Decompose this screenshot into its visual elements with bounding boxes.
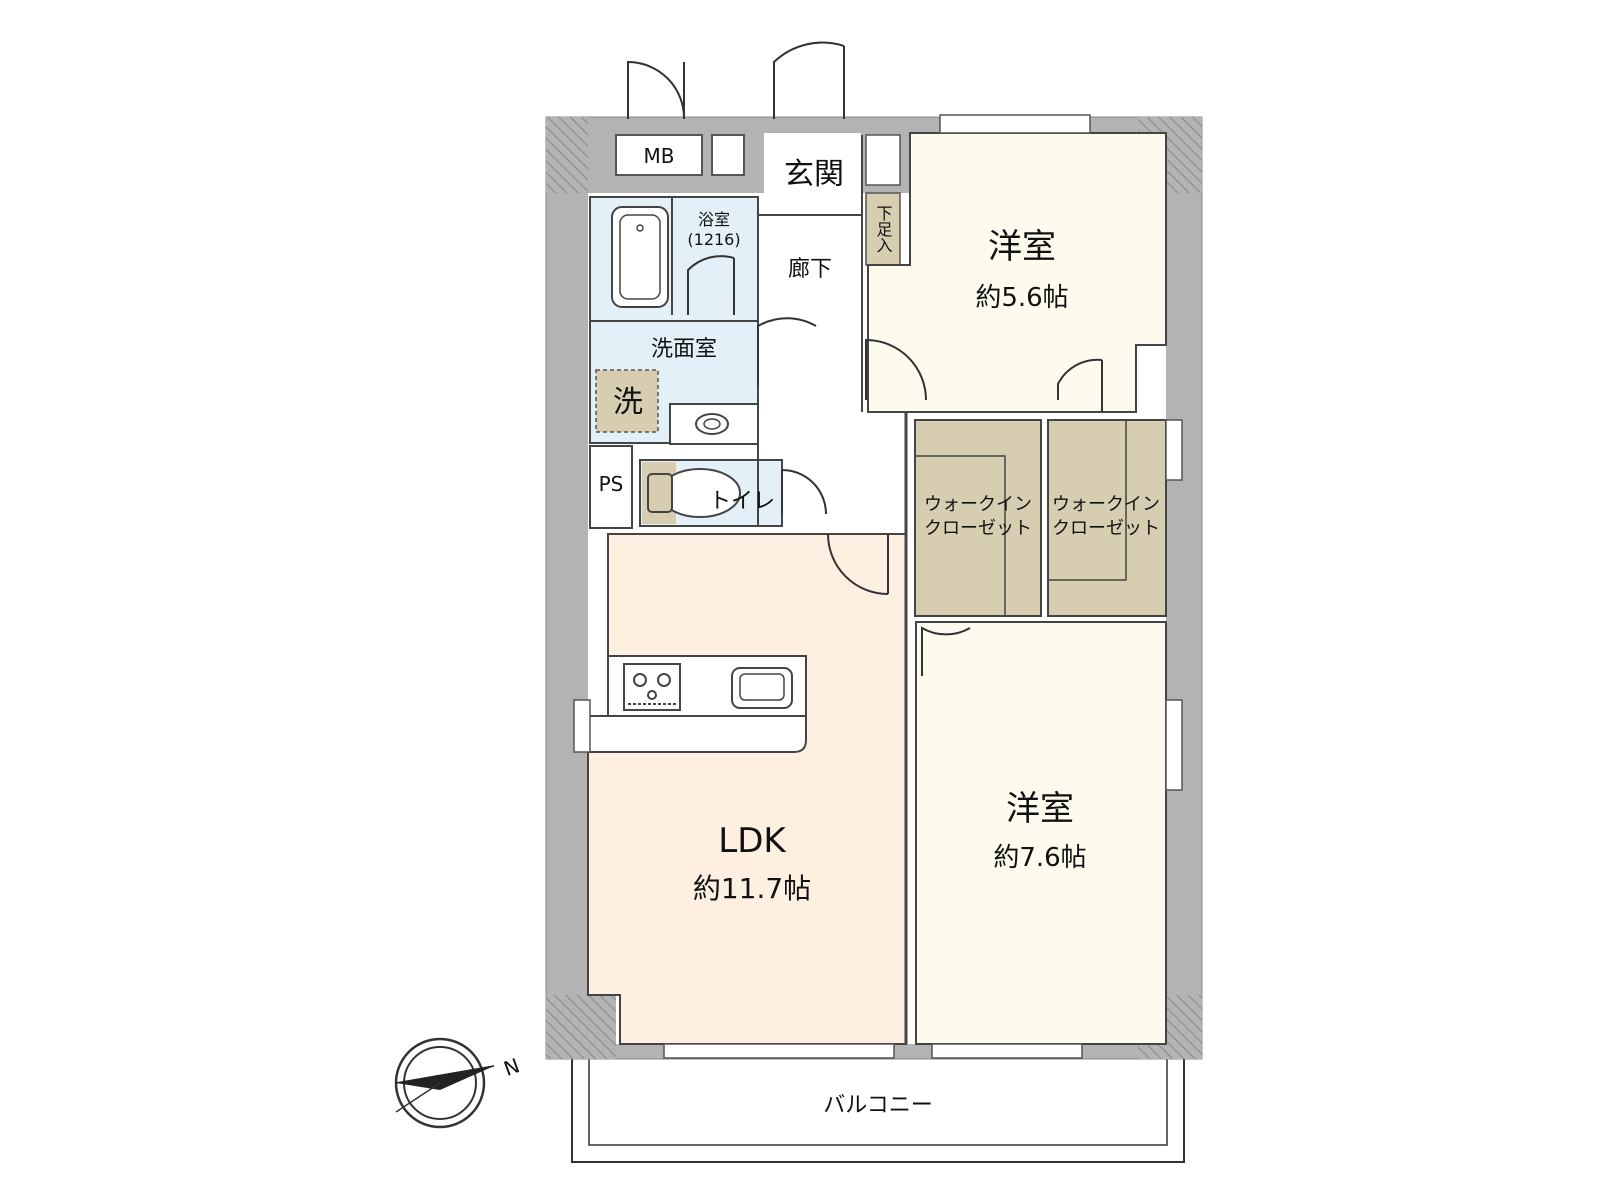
wic-2-shelf bbox=[1047, 419, 1127, 581]
wall-corner-tl bbox=[546, 117, 588, 193]
ps-label: PS bbox=[599, 472, 624, 496]
compass-icon bbox=[394, 1037, 495, 1129]
room-western-1 bbox=[867, 132, 1167, 413]
service-box bbox=[711, 134, 745, 176]
bathroom-size-label: (1216) bbox=[687, 230, 740, 249]
balcony bbox=[571, 1045, 1185, 1163]
kitchen-sink-icon bbox=[731, 667, 793, 709]
room-1-area: 約5.6帖 bbox=[975, 283, 1068, 313]
toilet-label: トイレ bbox=[709, 489, 775, 514]
mb-box bbox=[615, 134, 703, 176]
bathtub-drain bbox=[636, 224, 644, 232]
ldk-label: LDK bbox=[718, 821, 787, 861]
ldk-area: 約11.7帖 bbox=[693, 872, 811, 905]
room-2-area: 約7.6帖 bbox=[993, 843, 1086, 873]
kitchen-bar bbox=[587, 715, 807, 753]
genkan-floor bbox=[764, 133, 861, 215]
wic-2-label-line2: クローゼット bbox=[1052, 518, 1160, 539]
washer-space bbox=[595, 369, 659, 433]
ps-box bbox=[589, 445, 633, 529]
kitchen-sink-inner bbox=[739, 673, 785, 701]
stove-burner bbox=[647, 690, 657, 700]
sink-icon bbox=[695, 413, 729, 435]
doors bbox=[627, 41, 1103, 676]
room-2-label: 洋室 bbox=[1006, 789, 1074, 829]
sink-basin bbox=[703, 418, 721, 430]
toilet-tank bbox=[647, 473, 673, 513]
room-1-label: 洋室 bbox=[988, 227, 1056, 267]
wic-1-label-line2: クローゼット bbox=[924, 518, 1032, 539]
stove-burner bbox=[657, 673, 671, 687]
bathroom-label: 浴室 bbox=[698, 210, 730, 229]
north-label: N bbox=[501, 1053, 523, 1081]
bathtub-inner bbox=[619, 214, 661, 300]
genkan-label: 玄関 bbox=[784, 157, 844, 192]
walk-in-closet-1 bbox=[914, 419, 1042, 617]
shoe-box-top bbox=[865, 134, 901, 186]
wic-1-shelf bbox=[914, 455, 1006, 617]
corridor-label: 廊下 bbox=[788, 257, 832, 282]
windows bbox=[573, 114, 1183, 1059]
mb-label: MB bbox=[644, 144, 675, 168]
washer-label: 洗 bbox=[613, 385, 643, 420]
balcony-label: バルコニー bbox=[823, 1093, 933, 1118]
shoe-box-label: 下足入 bbox=[874, 205, 893, 253]
wic-1-label-line1: ウォークイン bbox=[924, 494, 1032, 515]
washroom-label: 洗面室 bbox=[651, 337, 717, 362]
room-western-2 bbox=[915, 621, 1167, 1045]
wic-2-label-line1: ウォークイン bbox=[1052, 494, 1160, 515]
ldk bbox=[587, 533, 907, 1045]
stove-icon bbox=[623, 663, 681, 711]
wall-corner-bl bbox=[546, 995, 616, 1059]
stove-burner bbox=[633, 673, 647, 687]
bathtub-icon bbox=[611, 206, 669, 308]
